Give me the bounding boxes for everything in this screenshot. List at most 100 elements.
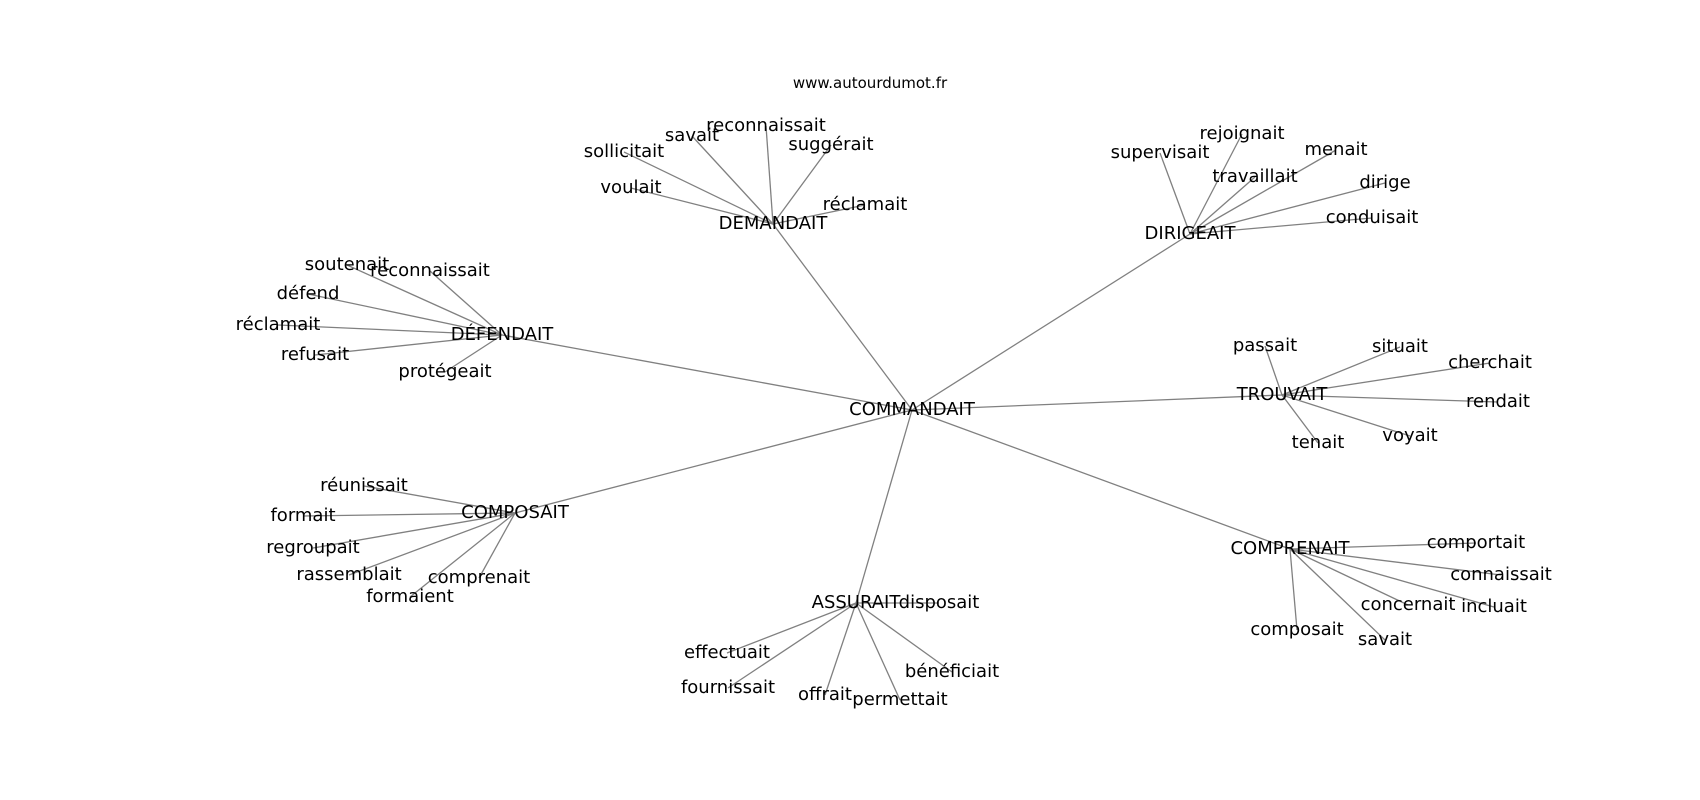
hub-to-word-edge: [1159, 152, 1191, 235]
word-node-label: savait: [665, 125, 719, 146]
word-node-label: cherchait: [1448, 352, 1532, 373]
word-node-label: réunissait: [320, 475, 408, 496]
word-node-label: dirige: [1359, 172, 1410, 193]
hub-node-label: COMPRENAIT: [1230, 538, 1350, 559]
hub-to-word-edge: [307, 293, 503, 336]
hub-to-word-edge: [691, 135, 774, 225]
word-node-label: défend: [277, 283, 340, 304]
center-to-hub-edge: [911, 233, 1191, 411]
hub-to-word-edge: [1289, 548, 1495, 608]
hub-to-word-edge: [429, 270, 503, 336]
word-node-label: reconnaissait: [370, 260, 490, 281]
hub-to-word-edge: [855, 602, 901, 701]
word-node-label: formait: [270, 505, 335, 526]
word-node-label: incluait: [1461, 596, 1527, 617]
hub-to-word-edge: [1189, 176, 1256, 235]
hub-to-word-edge: [765, 125, 774, 225]
center-to-hub-edge: [501, 334, 913, 411]
hub-to-word-edge: [363, 485, 516, 514]
hub-to-word-edge: [772, 204, 866, 225]
hub-to-word-edge: [824, 602, 857, 696]
word-node-label: voulait: [600, 177, 661, 198]
center-to-hub-edge: [855, 409, 913, 604]
hub-to-word-edge: [314, 334, 503, 356]
word-node-label: réclamait: [236, 314, 321, 335]
word-node-label: comportait: [1427, 532, 1525, 553]
hub-to-word-edge: [1281, 362, 1491, 396]
hub-to-word-edge: [1289, 548, 1386, 641]
hub-to-word-edge: [1281, 394, 1411, 437]
word-node-label: sollicitait: [584, 141, 664, 162]
word-node-label: regroupait: [266, 537, 359, 558]
word-node-label: rassemblait: [296, 564, 401, 585]
word-node-label: soutenait: [305, 254, 389, 275]
hub-to-word-edge: [277, 324, 503, 336]
hub-to-word-edge: [1189, 182, 1386, 235]
hub-to-word-edge: [1189, 217, 1373, 235]
hub-to-word-edge: [444, 334, 503, 373]
hub-to-word-edge: [630, 187, 774, 225]
word-node-label: travaillait: [1212, 166, 1297, 187]
word-node-label: conduisait: [1326, 207, 1419, 228]
hub-to-word-edge: [478, 512, 516, 579]
word-node-label: tenait: [1292, 432, 1345, 453]
hub-to-word-edge: [1189, 149, 1337, 235]
word-node-label: concernait: [1361, 594, 1456, 615]
hub-node-label: DIRIGEAIT: [1145, 223, 1237, 244]
hub-to-word-edge: [1281, 346, 1401, 396]
hub-to-word-edge: [855, 602, 953, 673]
hub-node-label: COMPOSAIT: [461, 502, 570, 523]
word-node-label: offrait: [798, 684, 852, 705]
center-to-hub-edge: [514, 409, 913, 514]
hub-to-word-edge: [346, 264, 503, 336]
word-node-label: réclamait: [823, 194, 908, 215]
word-node-label: menait: [1304, 139, 1367, 160]
hub-to-word-edge: [1289, 548, 1298, 631]
hub-node-label: DEMANDAIT: [719, 213, 829, 234]
hub-to-word-edge: [302, 512, 516, 517]
hub-to-word-edge: [1289, 542, 1477, 550]
hub-to-word-edge: [772, 144, 832, 225]
word-node-label: formaient: [366, 586, 454, 607]
source-label: www.autourdumot.fr: [793, 74, 948, 92]
center-to-hub-edge: [772, 223, 913, 411]
word-node-label: voyait: [1382, 425, 1437, 446]
labels-layer: www.autourdumot.fr COMMANDAIT DEMANDAIT sa…: [236, 74, 1552, 710]
hub-node-label: ASSURAIT: [812, 592, 902, 613]
hub-node-label: DÉFENDAIT: [451, 323, 555, 345]
hub-to-word-edge: [409, 512, 516, 598]
center-to-hub-edge: [911, 394, 1283, 411]
center-node-label: COMMANDAIT: [849, 399, 976, 420]
word-node-label: disposait: [899, 592, 980, 613]
word-node-label: savait: [1358, 629, 1412, 650]
hub-to-word-edge: [1289, 548, 1409, 606]
hub-to-word-edge: [1281, 394, 1499, 403]
word-node-label: bénéficiait: [905, 661, 999, 682]
word-node-label: suggérait: [788, 134, 873, 155]
hub-to-word-edge: [1281, 394, 1319, 444]
word-node-label: rejoignait: [1199, 123, 1284, 144]
edges-layer: [277, 125, 1502, 701]
word-node-label: connaissait: [1450, 564, 1552, 585]
word-node-label: permettait: [852, 689, 947, 710]
hub-to-word-edge: [1264, 345, 1283, 396]
word-node-label: comprenait: [428, 567, 530, 588]
center-to-hub-edge: [911, 409, 1291, 550]
word-node-label: protégeait: [398, 361, 491, 382]
word-node-label: situait: [1372, 336, 1428, 357]
word-node-label: passait: [1233, 335, 1297, 356]
word-node-label: composait: [1250, 619, 1343, 640]
hub-to-word-edge: [623, 151, 774, 225]
hub-to-word-edge: [348, 512, 516, 576]
word-node-label: supervisait: [1111, 142, 1210, 163]
hub-to-word-edge: [727, 602, 857, 689]
word-node-label: effectuait: [684, 642, 770, 663]
hub-node-label: TROUVAIT: [1236, 384, 1329, 405]
hub-to-word-edge: [312, 512, 516, 549]
word-node-label: refusait: [281, 344, 349, 365]
word-node-label: reconnaissait: [706, 115, 826, 136]
hub-to-word-edge: [726, 602, 857, 654]
word-node-label: rendait: [1466, 391, 1530, 412]
hub-to-word-edge: [1289, 548, 1502, 576]
